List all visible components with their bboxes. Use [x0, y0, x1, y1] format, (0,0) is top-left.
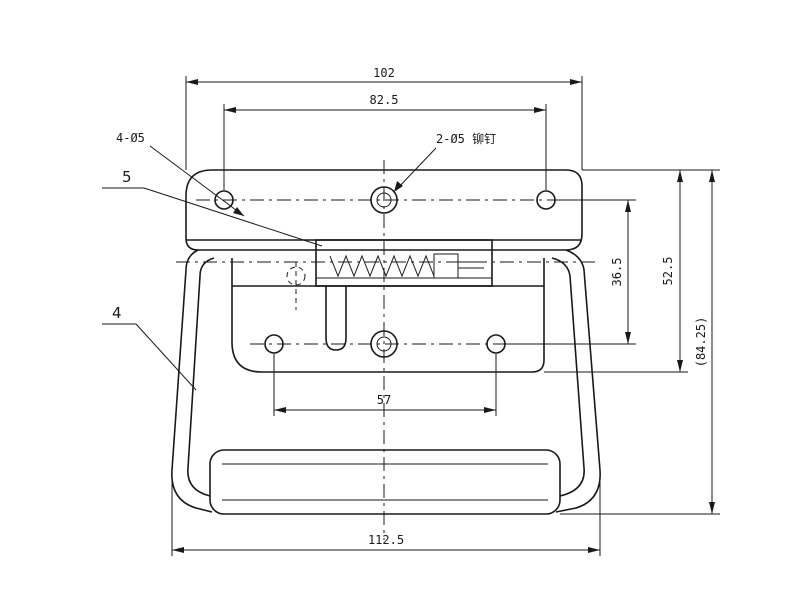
- leader-rivets: [395, 147, 437, 191]
- arrow: [588, 547, 600, 553]
- handle-right-arm: [555, 249, 601, 513]
- spring-housing: [315, 239, 493, 287]
- arrow: [224, 107, 236, 113]
- arrow: [274, 407, 286, 413]
- hidden-pin-circle: [286, 266, 306, 286]
- dim-height-total: (84.25): [694, 317, 708, 368]
- dim-handle-width: 112.5: [368, 533, 404, 547]
- dim-hole-spacing-bottom: 57: [377, 393, 391, 407]
- handle-right-arm-inner: [551, 257, 585, 497]
- arrow: [394, 181, 403, 192]
- leader-part-5: [143, 187, 323, 247]
- arrow: [534, 107, 546, 113]
- arrow: [484, 407, 496, 413]
- arrow: [172, 547, 184, 553]
- latch-pin: [325, 286, 347, 351]
- arrow: [186, 79, 198, 85]
- arrow: [625, 332, 631, 344]
- dim-height-inner: 36.5: [610, 258, 624, 287]
- dim-overall-top-width: 102: [373, 66, 395, 80]
- callout-part-4: 4: [112, 304, 122, 322]
- arrow: [709, 502, 715, 514]
- dim-hole-spacing-top: 82.5: [370, 93, 399, 107]
- spring-coil: [329, 254, 435, 278]
- spring-plunger: [433, 253, 459, 279]
- lower-plate-outline: [231, 285, 545, 373]
- leader-part-4: [135, 323, 197, 391]
- dim-height-plate: 52.5: [661, 257, 675, 286]
- callout-part-5: 5: [122, 168, 132, 186]
- handle-left-arm: [171, 249, 213, 513]
- handle-grip: [209, 449, 561, 515]
- callout-holes: 4-Ø5: [116, 131, 145, 145]
- arrow: [625, 200, 631, 212]
- arrow: [677, 170, 683, 182]
- arrow: [570, 79, 582, 85]
- leader-holes: [149, 145, 245, 217]
- arrow: [677, 360, 683, 372]
- arrow: [233, 207, 244, 216]
- arrow: [709, 170, 715, 182]
- callout-rivets: 2-Ø5 铆钉: [436, 131, 496, 146]
